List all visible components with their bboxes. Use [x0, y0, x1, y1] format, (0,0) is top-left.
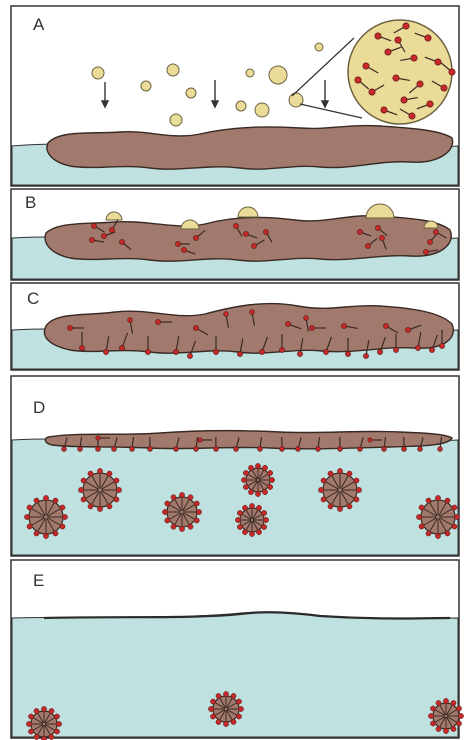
droplet	[246, 69, 254, 77]
panel-c-label: C	[27, 289, 39, 308]
water-surface	[12, 436, 458, 555]
droplet	[289, 93, 303, 107]
panel-d: D	[11, 376, 460, 556]
panel-b-label: B	[25, 193, 36, 212]
oil-slick	[47, 126, 453, 170]
droplet	[315, 43, 323, 51]
panel-c: C	[11, 283, 459, 370]
droplet	[236, 101, 246, 111]
droplet	[255, 103, 269, 117]
panel-e: E	[11, 560, 464, 740]
panel-a-label: A	[33, 15, 45, 34]
droplet	[167, 64, 179, 76]
droplet	[141, 81, 151, 91]
panel-a: A	[11, 6, 459, 186]
droplet	[186, 88, 196, 98]
oil-slick	[45, 216, 451, 261]
droplet	[92, 67, 104, 79]
panel-d-label: D	[33, 398, 45, 417]
panel-e-label: E	[33, 571, 44, 590]
droplet	[170, 114, 182, 126]
droplet	[269, 66, 287, 84]
panel-b: B	[11, 189, 459, 280]
